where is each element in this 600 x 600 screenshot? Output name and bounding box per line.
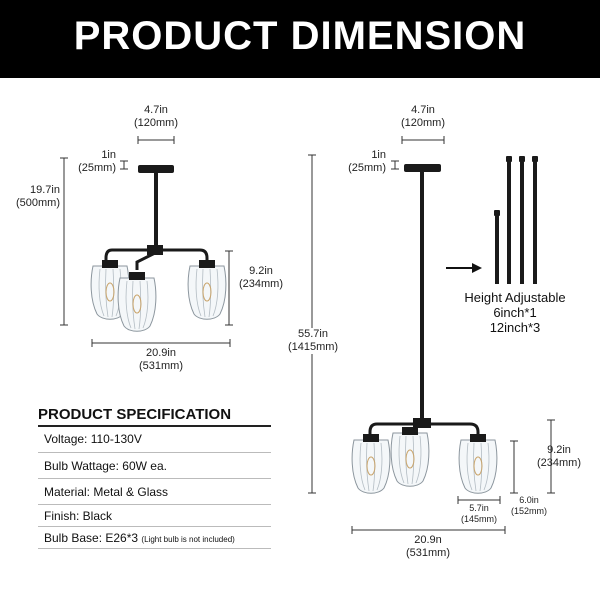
rods-line-1: 6inch*1 — [493, 305, 537, 320]
left-canopy-width-label: 4.7in (120mm) — [133, 104, 178, 129]
rods-title: Height Adjustable — [464, 290, 566, 305]
spec-divider — [38, 548, 271, 549]
right-shade-width-label: 5.7in (145mm) — [460, 503, 497, 524]
spec-wattage: Bulb Wattage: 60W ea. — [44, 459, 167, 473]
spec-divider — [38, 504, 271, 505]
spec-divider — [38, 425, 271, 427]
spec-title: PRODUCT SPECIFICATION — [38, 406, 232, 423]
left-canopy-height-label: 1in (25mm) — [78, 149, 116, 174]
left-width-label: 20.9in (531mm) — [138, 347, 183, 372]
right-height-label: 55.7in (1415mm) — [285, 328, 341, 354]
right-canopy-height-label: 1in (25mm) — [348, 149, 386, 174]
rods-caption: Height Adjustable 6inch*1 12inch*3 — [440, 290, 590, 335]
spec-base-note: (Light bulb is not included) — [141, 535, 235, 544]
left-dimension-lines — [60, 136, 233, 347]
right-width-label: 20.9n (531mm) — [405, 534, 450, 559]
spec-base-row: Bulb Base: E26*3 (Light bulb is not incl… — [44, 531, 235, 545]
rods-line-2: 12inch*3 — [489, 320, 541, 335]
spec-divider — [38, 478, 271, 479]
right-shade-depth-label: 6.0in (152mm) — [510, 495, 547, 516]
right-dimension-lines — [308, 136, 555, 534]
left-height-label: 19.7in (500mm) — [15, 184, 60, 209]
spec-material: Material: Metal & Glass — [44, 485, 169, 499]
spec-divider — [38, 526, 271, 527]
right-fixture — [351, 164, 498, 494]
left-shade-height-label: 9.2in (234mm) — [238, 265, 283, 290]
spec-divider — [38, 452, 271, 453]
title-banner: PRODUCT DIMENSION — [0, 0, 600, 78]
arrow-icon — [446, 263, 482, 273]
right-shade-height-label: 9.2in (234mm) — [536, 444, 581, 469]
right-canopy-width-label: 4.7in (120mm) — [400, 104, 445, 129]
page-title: PRODUCT DIMENSION — [73, 14, 527, 58]
spec-base: Bulb Base: E26*3 — [44, 531, 139, 545]
left-fixture — [90, 165, 227, 332]
spec-voltage: Voltage: 110-130V — [44, 432, 142, 446]
spec-finish: Finish: Black — [44, 509, 113, 523]
extension-rods — [494, 156, 538, 284]
